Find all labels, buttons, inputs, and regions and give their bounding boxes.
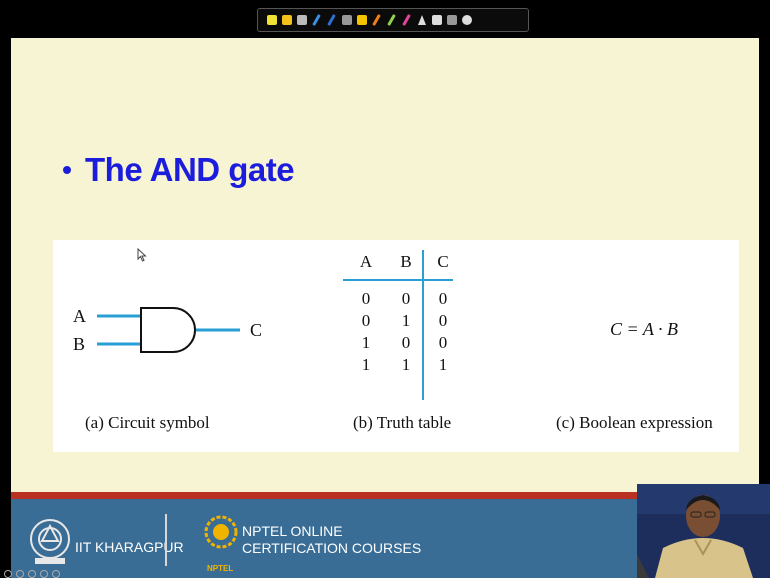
boolean-expression: C = A · B xyxy=(610,319,678,339)
clear-icon[interactable] xyxy=(446,15,457,26)
truth-table-cell: 0 xyxy=(401,289,411,308)
pen-icon[interactable] xyxy=(371,14,382,26)
highlighter-icon[interactable] xyxy=(341,15,352,26)
truth-table-cell: 0 xyxy=(438,289,448,308)
close-icon[interactable] xyxy=(461,15,472,26)
pointer-icon[interactable] xyxy=(266,15,277,26)
gate-body xyxy=(140,307,196,353)
caption-circuit-symbol: (a) Circuit symbol xyxy=(85,413,210,432)
truth-table-cell: 0 xyxy=(361,289,371,308)
presenter-video xyxy=(637,484,770,578)
nav-prev-icon[interactable] xyxy=(4,570,12,578)
truth-table-cell: 0 xyxy=(438,333,448,352)
pen-icon[interactable] xyxy=(401,14,412,26)
nav-zoom-icon[interactable] xyxy=(40,570,48,578)
iit-logo-icon xyxy=(30,519,70,564)
truth-table-cell: 1 xyxy=(401,355,411,374)
nptel-small-label: NPTEL xyxy=(207,564,234,573)
truth-table-lines xyxy=(343,250,453,400)
nptel-line1: NPTEL ONLINE xyxy=(242,523,343,539)
output-c-label: C xyxy=(250,320,263,340)
pen-icon[interactable] xyxy=(326,14,337,26)
marker-icon[interactable] xyxy=(296,15,307,26)
truth-table-cell: 1 xyxy=(401,311,411,330)
top-bar xyxy=(11,0,759,38)
caption-boolean-expression: (c) Boolean expression xyxy=(556,413,713,432)
caption-truth-table: (b) Truth table xyxy=(353,413,452,432)
truth-table-header: A xyxy=(359,252,373,271)
nav-menu-icon[interactable] xyxy=(28,570,36,578)
mouse-cursor-icon xyxy=(137,248,147,262)
truth-table-cell: 1 xyxy=(361,333,371,352)
truth-table-header: B xyxy=(400,252,412,271)
pen-icon[interactable] xyxy=(311,14,322,26)
footer: IIT KHARAGPUR NPTEL NPTEL ONLINE CERTIFI… xyxy=(11,492,759,578)
truth-table-cell: 0 xyxy=(401,333,411,352)
truth-table-cell: 0 xyxy=(361,311,371,330)
truth-table-header: C xyxy=(437,252,449,271)
and-gate-symbol xyxy=(97,307,240,353)
slide-heading: The AND gate xyxy=(63,151,295,189)
nptel-line2: CERTIFICATION COURSES xyxy=(242,540,422,556)
cursor-icon[interactable] xyxy=(416,15,427,26)
highlighter-icon[interactable] xyxy=(281,15,292,26)
heading-text: The AND gate xyxy=(85,151,295,188)
slide-navigation[interactable] xyxy=(4,570,60,578)
footer-divider xyxy=(165,514,167,566)
footer-accent xyxy=(11,492,759,499)
nav-next-icon[interactable] xyxy=(16,570,24,578)
marker-icon[interactable] xyxy=(356,15,367,26)
nav-more-icon[interactable] xyxy=(52,570,60,578)
iit-kharagpur-label: IIT KHARAGPUR xyxy=(75,539,184,555)
truth-table-cell: 1 xyxy=(361,355,371,374)
eraser-icon[interactable] xyxy=(431,15,442,26)
nptel-logo-icon xyxy=(204,515,238,549)
input-a-label: A xyxy=(73,306,86,326)
bullet-icon xyxy=(63,166,71,174)
annotation-toolbar xyxy=(257,8,529,32)
pen-icon[interactable] xyxy=(386,14,397,26)
presenter-image xyxy=(637,484,770,578)
truth-table-cell: 1 xyxy=(438,355,448,374)
input-b-label: B xyxy=(73,334,86,354)
truth-table-cell: 0 xyxy=(438,311,448,330)
